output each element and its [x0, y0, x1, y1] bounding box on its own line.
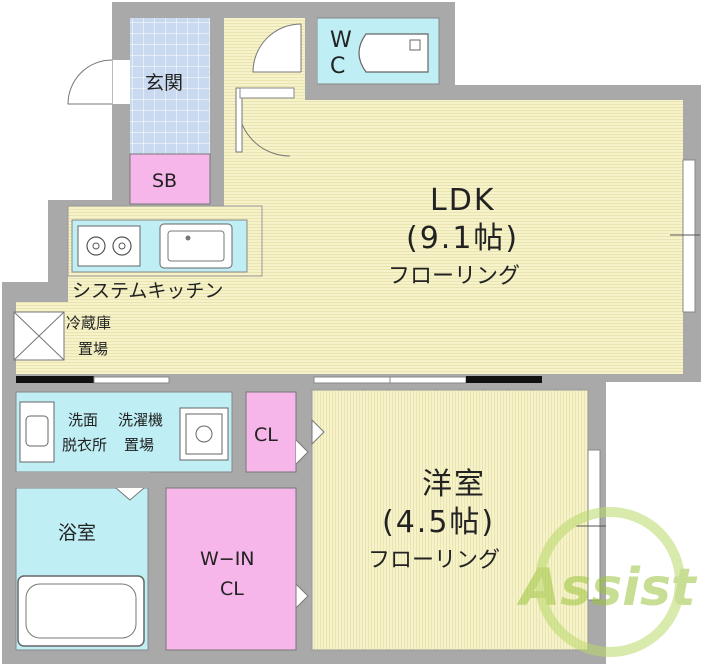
walkin-label-2: CL: [220, 578, 244, 600]
wash-basin-icon: [19, 401, 55, 463]
shoe-box: [129, 153, 211, 205]
bathtub-icon: [17, 575, 145, 647]
washer-label-2: 置場: [124, 436, 155, 454]
washer-space-icon: [179, 407, 229, 461]
closet: [245, 391, 297, 473]
stove-icon: [77, 225, 141, 267]
entrance-tile: [130, 18, 210, 154]
sink-icon: [159, 223, 233, 269]
washroom-label-1: 洗面: [68, 411, 99, 429]
ldk-size: (9.1帖): [406, 221, 520, 256]
fridge-label-2: 置場: [78, 340, 109, 358]
washer-label-1: 洗濯機: [118, 411, 164, 429]
assist-watermark: Assist: [516, 507, 698, 657]
western-name: 洋室: [422, 467, 486, 502]
walkin-closet: [165, 487, 297, 651]
toilet-label-c: C: [330, 54, 346, 79]
shoe-box-label: SB: [152, 170, 178, 192]
western-floor-label: フローリング: [368, 548, 501, 573]
ldk-floor: [16, 18, 683, 374]
kitchen-label: システムキッチン: [72, 280, 224, 302]
ldk-window: [682, 159, 696, 313]
fridge-label-1: 冷蔵庫: [66, 314, 112, 332]
western-window: [587, 449, 601, 601]
toilet-label-w: W: [330, 28, 352, 53]
ldk-name: LDK: [430, 183, 496, 218]
washroom-label-2: 脱衣所: [62, 436, 108, 454]
bath-label: 浴室: [58, 522, 97, 544]
western-size: (4.5帖): [382, 505, 496, 540]
ldk-floor-label: フローリング: [388, 264, 521, 289]
toilet-icon: [358, 33, 429, 73]
entrance-label: 玄関: [145, 72, 184, 94]
closet-label: CL: [254, 424, 278, 446]
walkin-label-1: W−IN: [200, 548, 255, 570]
svg-text:Assist: Assist: [516, 558, 698, 618]
